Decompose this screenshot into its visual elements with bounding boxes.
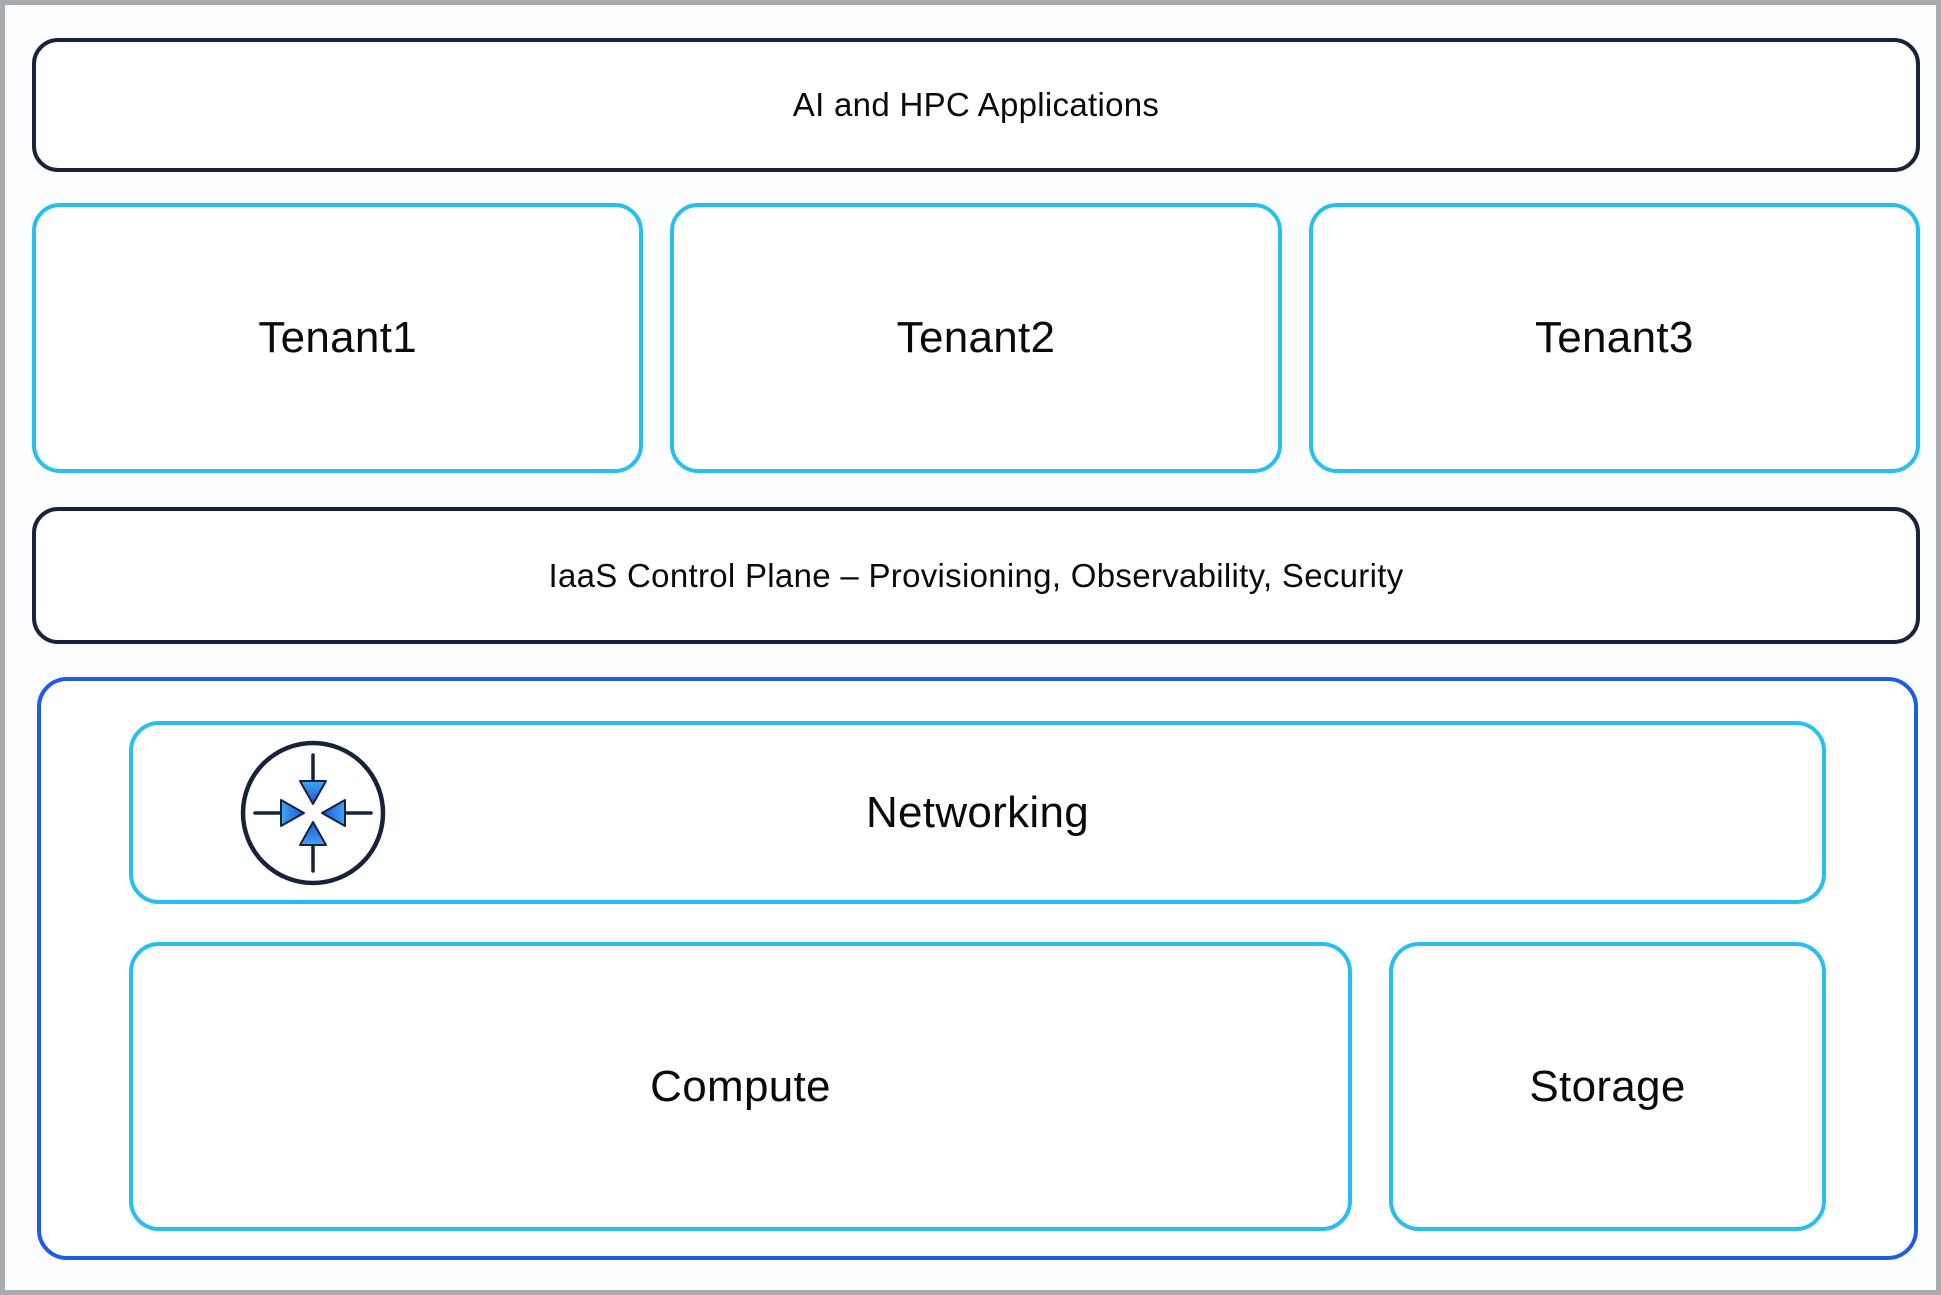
compute-box: Compute <box>129 942 1352 1231</box>
networking-box: Networking <box>129 721 1826 904</box>
tenant3-label: Tenant3 <box>1534 313 1694 362</box>
networking-label: Networking <box>865 787 1090 837</box>
inward-arrows-network-icon <box>240 740 386 885</box>
compute-label: Compute <box>650 1061 831 1111</box>
tenant1-label: Tenant1 <box>258 313 417 362</box>
applications-layer-label: AI and HPC Applications <box>792 86 1160 123</box>
applications-layer-box: AI and HPC Applications <box>32 38 1920 172</box>
storage-box: Storage <box>1389 942 1826 1231</box>
tenant2-label: Tenant2 <box>896 313 1056 362</box>
tenants-row: Tenant1 Tenant2 Tenant3 <box>32 203 1920 473</box>
tenant3-box: Tenant3 <box>1308 203 1920 473</box>
tenant2-box: Tenant2 <box>670 203 1282 473</box>
storage-label: Storage <box>1529 1061 1686 1111</box>
control-plane-box: IaaS Control Plane – Provisioning, Obser… <box>32 507 1920 644</box>
control-plane-label: IaaS Control Plane – Provisioning, Obser… <box>548 556 1404 594</box>
tenant1-box: Tenant1 <box>32 203 644 473</box>
infrastructure-container: Networking Compute Storage <box>37 677 1918 1260</box>
